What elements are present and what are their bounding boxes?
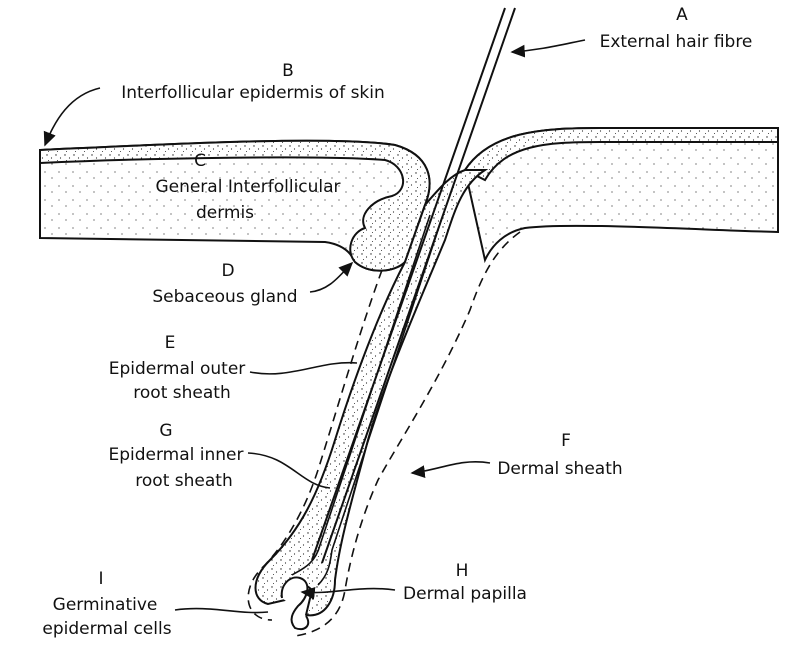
label-i: I Germinative epidermal cells (42, 569, 171, 639)
arrow-i (174, 607, 269, 614)
label-c: C General Interfollicular dermis (155, 151, 340, 223)
svg-text:Dermal papilla: Dermal papilla (403, 584, 527, 604)
label-h: H Dermal papilla (403, 561, 527, 604)
label-d: D Sebaceous gland (152, 261, 297, 307)
svg-text:Epidermal outer: Epidermal outer (109, 359, 246, 379)
svg-text:General Interfollicular: General Interfollicular (155, 177, 340, 197)
svg-text:H: H (456, 561, 469, 581)
svg-text:dermis: dermis (196, 203, 254, 223)
arrow-g (247, 452, 331, 489)
svg-text:C: C (194, 151, 206, 171)
left-epidermis (39, 139, 431, 272)
label-g: G Epidermal inner root sheath (108, 421, 243, 491)
svg-text:External hair fibre: External hair fibre (600, 32, 753, 52)
svg-text:B: B (282, 61, 294, 81)
svg-text:root sheath: root sheath (133, 383, 230, 403)
right-epidermis (463, 127, 779, 182)
arrow-a (510, 39, 586, 58)
arrow-f (410, 461, 491, 478)
inner-root-sheath (291, 214, 443, 586)
svg-text:F: F (561, 431, 571, 451)
svg-text:A: A (676, 5, 688, 25)
label-f: F Dermal sheath (497, 431, 622, 479)
svg-text:I: I (98, 569, 103, 589)
label-a: A External hair fibre (600, 5, 753, 52)
svg-text:Germinative: Germinative (53, 595, 158, 615)
svg-text:epidermal cells: epidermal cells (42, 619, 171, 639)
label-e: E Epidermal outer root sheath (109, 333, 246, 403)
arrow-e (249, 361, 358, 375)
arrow-b (43, 87, 101, 147)
svg-text:G: G (159, 421, 172, 441)
svg-text:Interfollicular epidermis of s: Interfollicular epidermis of skin (121, 83, 385, 103)
svg-text:root sheath: root sheath (135, 471, 232, 491)
label-b: B Interfollicular epidermis of skin (121, 61, 385, 103)
arrow-h (300, 586, 396, 600)
svg-text:Epidermal inner: Epidermal inner (108, 445, 243, 465)
arrow-d (309, 261, 354, 293)
svg-text:E: E (165, 333, 176, 353)
dermal-papilla (280, 576, 310, 631)
svg-text:Sebaceous gland: Sebaceous gland (152, 287, 297, 307)
svg-text:Dermal sheath: Dermal sheath (497, 459, 622, 479)
dermal-sheath (247, 231, 521, 637)
hair-fibre (311, 7, 516, 564)
svg-text:D: D (221, 261, 234, 281)
